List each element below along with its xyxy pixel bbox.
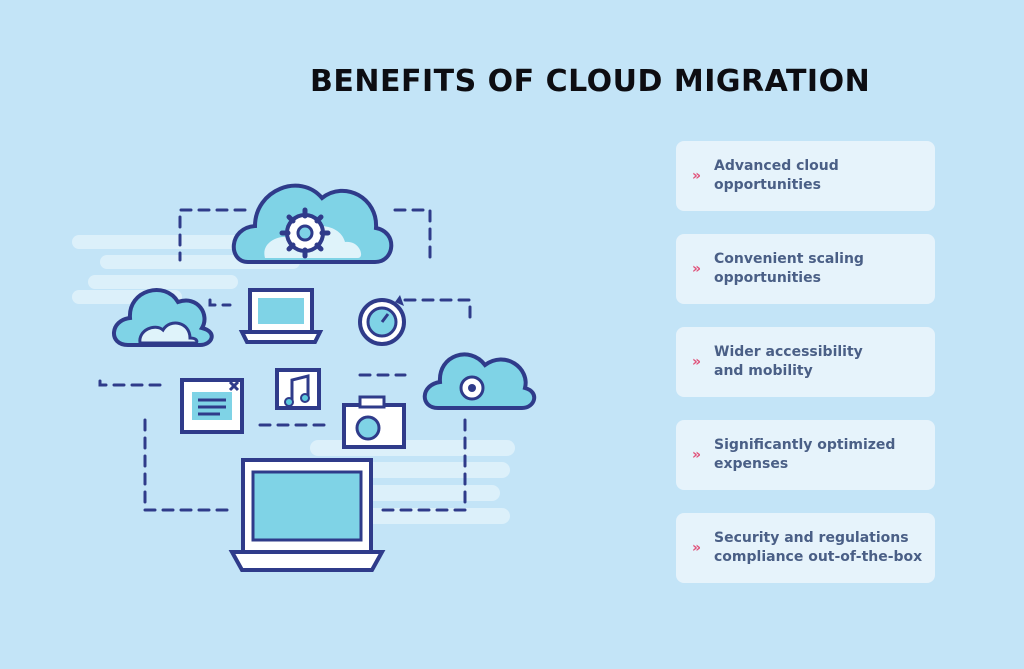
- chevron-right-icon: »: [692, 447, 701, 463]
- chevron-right-icon: »: [692, 354, 701, 370]
- benefit-card: » Wider accessibility and mobility: [676, 327, 935, 397]
- dashed-connectors: [98, 208, 472, 512]
- benefit-label: Security and regulations compliance out-…: [714, 530, 923, 565]
- benefit-card: » Security and regulations compliance ou…: [676, 513, 935, 583]
- benefit-card: » Advanced cloud opportunities: [676, 141, 935, 211]
- cloud-icon: [112, 288, 214, 347]
- laptop-large-icon: [228, 458, 386, 572]
- benefit-label: Advanced cloud opportunities: [714, 158, 839, 193]
- clock-icon: [358, 295, 406, 346]
- benefits-list: » Advanced cloud opportunities » Conveni…: [676, 141, 935, 606]
- document-icon: [180, 378, 244, 434]
- chevron-right-icon: »: [692, 168, 701, 184]
- benefit-card: » Convenient scaling opportunities: [676, 234, 935, 304]
- cloud-migration-illustration: [72, 183, 537, 572]
- benefit-label: Significantly optimized expenses: [714, 437, 896, 472]
- cloud-settings-icon: [422, 352, 537, 410]
- page-title: BENEFITS OF CLOUD MIGRATION: [310, 64, 871, 99]
- benefit-label: Wider accessibility and mobility: [714, 344, 863, 379]
- chevron-right-icon: »: [692, 261, 701, 277]
- cloud-gear-icon: [231, 183, 394, 264]
- laptop-icon: [238, 288, 324, 344]
- benefit-card: » Significantly optimized expenses: [676, 420, 935, 490]
- camera-icon: [342, 395, 406, 449]
- benefit-label: Convenient scaling opportunities: [714, 251, 864, 286]
- chevron-right-icon: »: [692, 540, 701, 556]
- music-icon: [275, 368, 321, 410]
